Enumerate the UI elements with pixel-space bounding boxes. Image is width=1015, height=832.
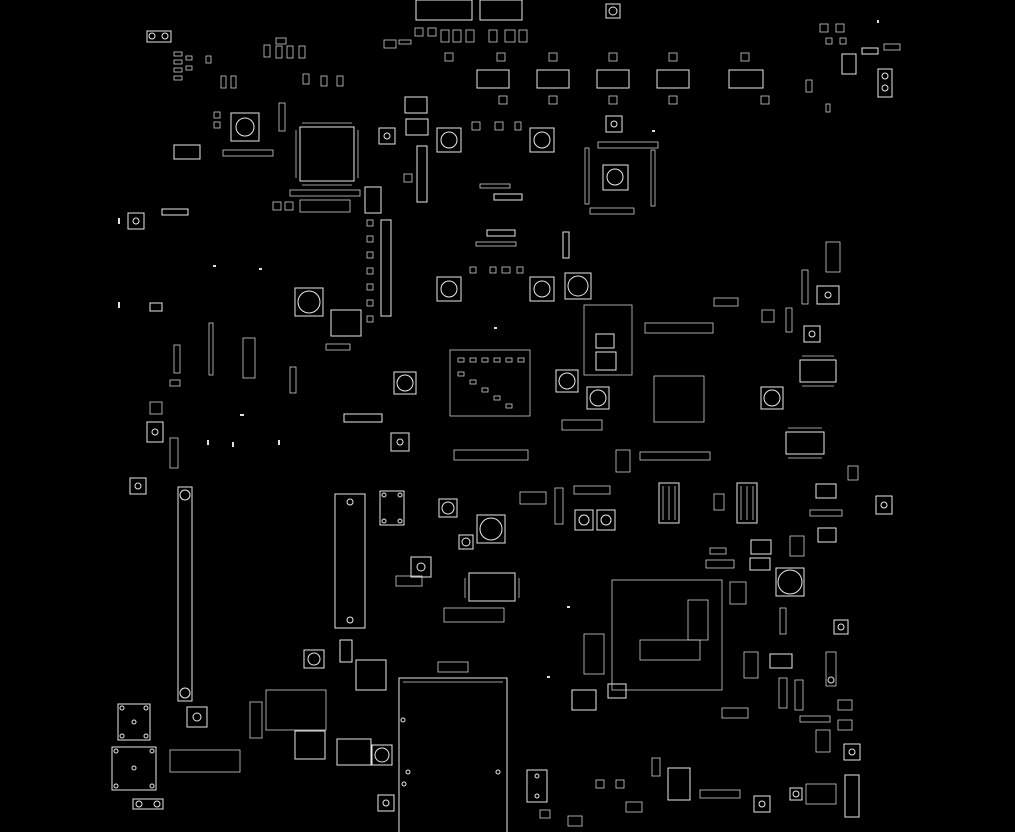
left-side-column: [129, 302, 297, 702]
top-center-row: [383, 27, 770, 105]
center-right-bga-parts: [658, 482, 758, 524]
main-ic-top-left: [263, 37, 382, 214]
bottom-right-row: [595, 757, 837, 813]
small-passives-scatter: [118, 20, 879, 678]
top-right-cluster: [805, 23, 901, 113]
right-upper-ic: [584, 141, 659, 215]
right-lower-cluster: [705, 535, 861, 818]
central-passive-field: [449, 304, 714, 473]
left-top-components: [127, 30, 274, 230]
lower-middle-cluster: [571, 579, 759, 711]
mid-lower-cluster: [334, 485, 616, 629]
bottom-left-cluster: [111, 639, 395, 812]
bottom-center-connector: [398, 661, 583, 832]
vertical-connector-strip: [366, 219, 392, 323]
upper-middle-components: [378, 96, 623, 274]
middle-round-parts: [294, 272, 784, 452]
top-connector-group: [415, 0, 621, 21]
right-middle-ics: [713, 241, 893, 543]
